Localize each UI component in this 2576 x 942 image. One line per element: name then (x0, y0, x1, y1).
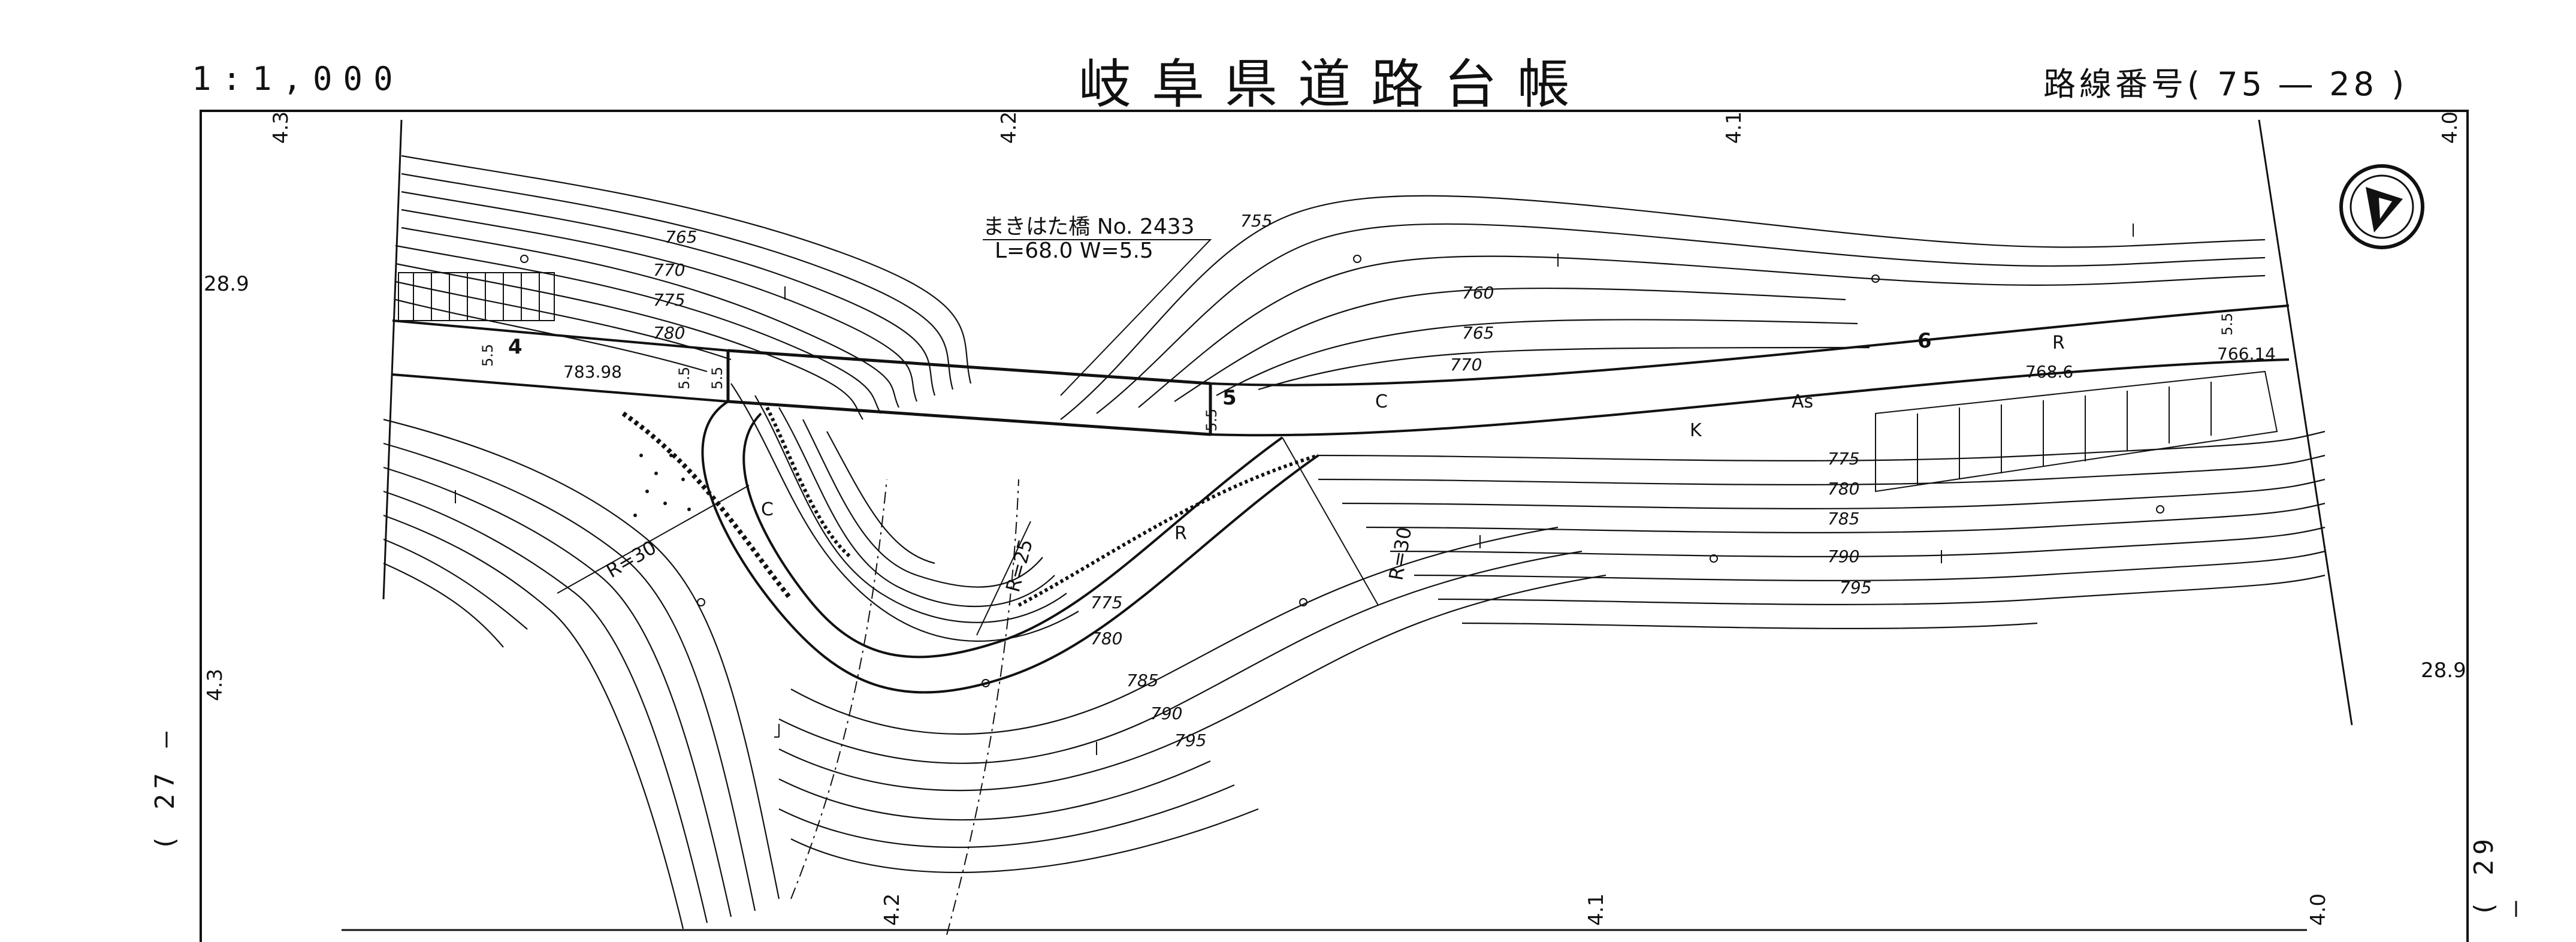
vegetation-symbols (455, 224, 2164, 755)
guard-rail (621, 406, 1319, 607)
grid-label-bottom-3: 4.0 (2306, 893, 2330, 926)
contour-label: 755 (1240, 211, 1272, 231)
contour-label: 795 (1840, 578, 1871, 597)
spot-elevations: 783.98 768.6 766.14 (563, 344, 2276, 382)
embankment-stipple (633, 454, 691, 517)
bridge-deck (726, 349, 1212, 436)
road-width: 5.5 (2219, 313, 2236, 336)
grid-label-top-4: 4.0 (2438, 111, 2462, 144)
curve-radius: R=30 (1384, 525, 1416, 582)
road-upper (392, 304, 2290, 437)
road-width: 5.5 (709, 367, 726, 390)
contour-label: 795 (1174, 730, 1206, 750)
north-arrow-icon (2339, 164, 2424, 249)
contour-label: 765 (665, 227, 697, 247)
curve-radius-labels: R=30 R=25 R=30 (602, 525, 1416, 594)
contour-label: 790 (1150, 704, 1182, 723)
contour-label: 790 (1828, 547, 1859, 566)
grid-label-top-2: 4.2 (997, 111, 1021, 144)
bridge-annotation: まきはた橋 No. 2433 L=68.0 W=5.5 (983, 215, 1212, 396)
surface-label: K (1690, 420, 1702, 441)
contour-label: 760 (1462, 283, 1494, 303)
bridge-dimensions: L=68.0 W=5.5 (995, 238, 1153, 263)
station-labels: 4 5 6 (508, 329, 1932, 410)
surface-label: C (1375, 391, 1388, 412)
width-labels: 5.5 5.5 5.5 5.5 5.5 (479, 313, 2236, 431)
station-label: 5 (1222, 386, 1237, 410)
surface-label: C (761, 499, 774, 520)
contour-label: 780 (1091, 629, 1122, 648)
station-label: 4 (508, 335, 523, 359)
bridge-name: まきはた橋 No. 2433 (983, 215, 1195, 239)
contour-label: 775 (1828, 449, 1859, 469)
contour-label: 785 (1127, 671, 1158, 690)
map-frame (200, 110, 2469, 942)
contour-label: 765 (1462, 323, 1494, 343)
route-number: 路線番号( 75 ― 28 ) (2043, 65, 2408, 103)
contour-label: 775 (653, 290, 685, 310)
surface-label: R (1174, 523, 1187, 544)
spot-elevation: 768.6 (2025, 362, 2073, 382)
contour-label: 780 (1828, 479, 1859, 499)
road-hairpin (701, 400, 1319, 694)
spot-elevation: 783.98 (563, 362, 622, 382)
map-scale: 1:1,000 (192, 60, 404, 98)
grid-label-bottom-2: 4.1 (1584, 893, 1608, 926)
grid-label-top-1: 4.3 (269, 111, 293, 144)
road-width: 5.5 (1203, 409, 1220, 431)
retaining-walls (398, 272, 2278, 493)
radius-lines (557, 437, 1379, 935)
grid-label-right-1: 28.9 (2421, 659, 2466, 683)
surface-label: R (2052, 333, 2065, 354)
station-label: 6 (1917, 329, 1932, 353)
contour-label: 785 (1828, 509, 1859, 529)
contour-label: 770 (1450, 355, 1482, 375)
contour-label: 770 (653, 260, 685, 280)
grid-label-top-3: 4.1 (1722, 111, 1746, 144)
curve-radius: R=30 (602, 536, 660, 582)
grid-tick-labels: 4.3 4.2 4.1 4.0 4.2 4.1 4.0 28.9 4.3 28.… (203, 111, 2466, 926)
road-width: 5.5 (676, 367, 693, 390)
sheet-boundary-lines (342, 119, 2353, 931)
contour-label: 780 (653, 323, 685, 343)
surface-labels: C C As R R K (761, 333, 2065, 544)
map-title: 岐阜県道路台帳 (1079, 53, 1591, 115)
contour-labels: 755 760 765 765 770 770 775 775 780 780 … (653, 211, 1871, 750)
grid-label-bottom-1: 4.2 (880, 893, 904, 926)
road-width: 5.5 (479, 344, 496, 367)
grid-label-left-2: 4.3 (203, 669, 227, 701)
contour-label: 775 (1091, 593, 1122, 612)
curve-radius: R=25 (1001, 537, 1037, 595)
contour-lines (383, 155, 2326, 929)
spot-elevation: 766.14 (2217, 344, 2276, 364)
grid-label-left-1: 28.9 (204, 272, 249, 296)
surface-label: As (1792, 391, 1813, 412)
